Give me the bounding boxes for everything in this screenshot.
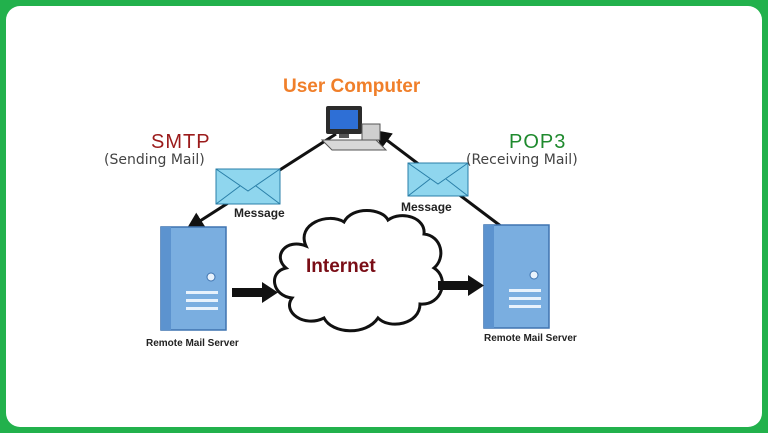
computer-icon: [320, 106, 388, 151]
server-icon-left: [160, 226, 227, 331]
envelope-icon-right: [407, 162, 469, 197]
pop3-subtitle: (Receiving Mail): [466, 152, 578, 168]
server-icon-right: [483, 224, 550, 329]
message-label-right: Message: [401, 200, 452, 214]
diagram-canvas: User Computer SMTP (Sending Mail) POP3 (…: [6, 6, 762, 427]
envelope-icon-left: [215, 168, 281, 205]
server-label-left: Remote Mail Server: [146, 338, 239, 349]
pop3-label: POP3: [509, 131, 567, 153]
diagram-graphics: [160, 106, 550, 333]
user-computer-title: User Computer: [283, 76, 421, 97]
message-label-left: Message: [234, 206, 285, 220]
internet-cloud-icon: [273, 209, 444, 333]
arrow-to-internet: [232, 282, 278, 303]
server-label-right: Remote Mail Server: [484, 333, 577, 344]
smtp-subtitle: (Sending Mail): [104, 152, 205, 168]
smtp-label: SMTP: [151, 131, 211, 153]
arrow-to-server: [438, 275, 484, 296]
internet-label: Internet: [306, 256, 376, 277]
